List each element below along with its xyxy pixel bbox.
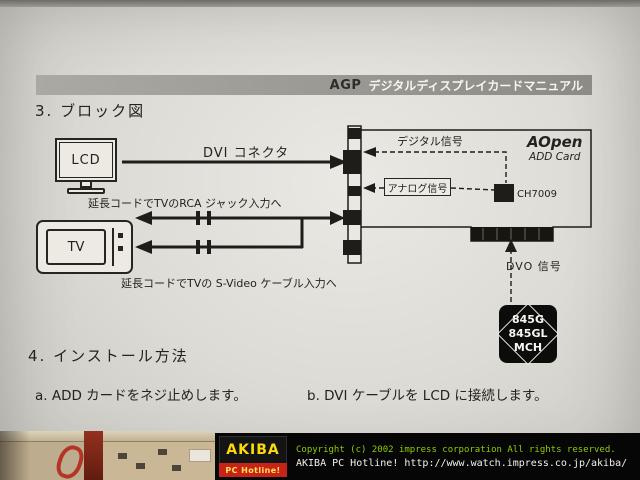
agp-edge-connector: [471, 227, 553, 241]
copyright-text: Copyright (c) 2002 impress corporation A…: [296, 444, 616, 455]
hardware-photo: [0, 431, 216, 480]
chipset-line2: 845GL: [508, 326, 548, 340]
section4-heading: 4. インストール方法: [28, 347, 189, 365]
photo-component: [158, 449, 167, 455]
dvi-connector-label: DVI コネクタ: [203, 146, 290, 161]
footer-text-block: Copyright (c) 2002 impress corporation A…: [296, 445, 627, 469]
tv-rca-arrow: [135, 211, 345, 225]
tv-label: TV: [46, 229, 106, 265]
chipset-line3: MCH: [513, 341, 543, 355]
lcd-stand-neck: [80, 182, 92, 188]
tv-control-panel: [112, 228, 125, 266]
chipset-line1: 845G: [512, 312, 544, 326]
photo-white-label: [189, 449, 211, 462]
section3-heading: 3. ブロック図: [35, 102, 146, 120]
photo-component: [118, 453, 127, 459]
manual-header-bar: AGP デジタルディスプレイカードマニュアル: [36, 75, 592, 95]
digital-signal-label: デジタル信号: [397, 135, 463, 148]
card-brand-block: AOpen ADD Card: [527, 133, 583, 164]
photo-background-edge: [0, 0, 640, 7]
analog-signal-label: アナログ信号: [384, 178, 451, 196]
akiba-logo-text: AKIBA: [219, 436, 287, 463]
photo-red-cable: [53, 442, 87, 480]
tv-svideo-arrow: [135, 218, 304, 254]
akiba-logo: AKIBA PC Hotline!: [219, 436, 287, 477]
photo-shadow: [0, 431, 30, 480]
photo-metal-edge: [0, 431, 216, 442]
rca-extension-note: 延長コードでTVのRCA ジャック入力へ: [88, 197, 282, 210]
lcd-stand-base: [67, 188, 105, 194]
card-brand-label: AOpen: [527, 133, 583, 151]
dvo-signal-label: DVO 信号: [506, 260, 562, 273]
card-type-label: ADD Card: [529, 151, 581, 164]
header-title: デジタルディスプレイカードマニュアル: [368, 78, 583, 93]
photo-component: [136, 463, 145, 469]
chipset-box: 845G 845GL MCH: [496, 302, 560, 366]
encoder-chip-label: CH7009: [517, 189, 557, 200]
pc-hotline-logo-text: PC Hotline!: [219, 463, 287, 477]
photo-component: [172, 465, 181, 471]
header-product-label: AGP: [329, 77, 362, 93]
card-bracket: [343, 125, 362, 264]
install-step-b: b. DVI ケーブルを LCD に接続します。: [307, 388, 548, 404]
lcd-monitor-icon: LCD: [55, 138, 117, 194]
install-step-a: a. ADD カードをネジ止めします。: [35, 388, 247, 404]
encoder-chip-icon: [494, 184, 514, 202]
footer-banner: AKIBA PC Hotline! Copyright (c) 2002 imp…: [215, 433, 640, 480]
tv-icon: TV: [36, 220, 133, 274]
lcd-label: LCD: [55, 138, 117, 182]
site-url-text: AKIBA PC Hotline! http://www.watch.impre…: [296, 457, 628, 469]
svideo-extension-note: 延長コードでTVの S-Video ケーブル入力へ: [121, 277, 337, 290]
photo-red-slot: [84, 431, 103, 480]
